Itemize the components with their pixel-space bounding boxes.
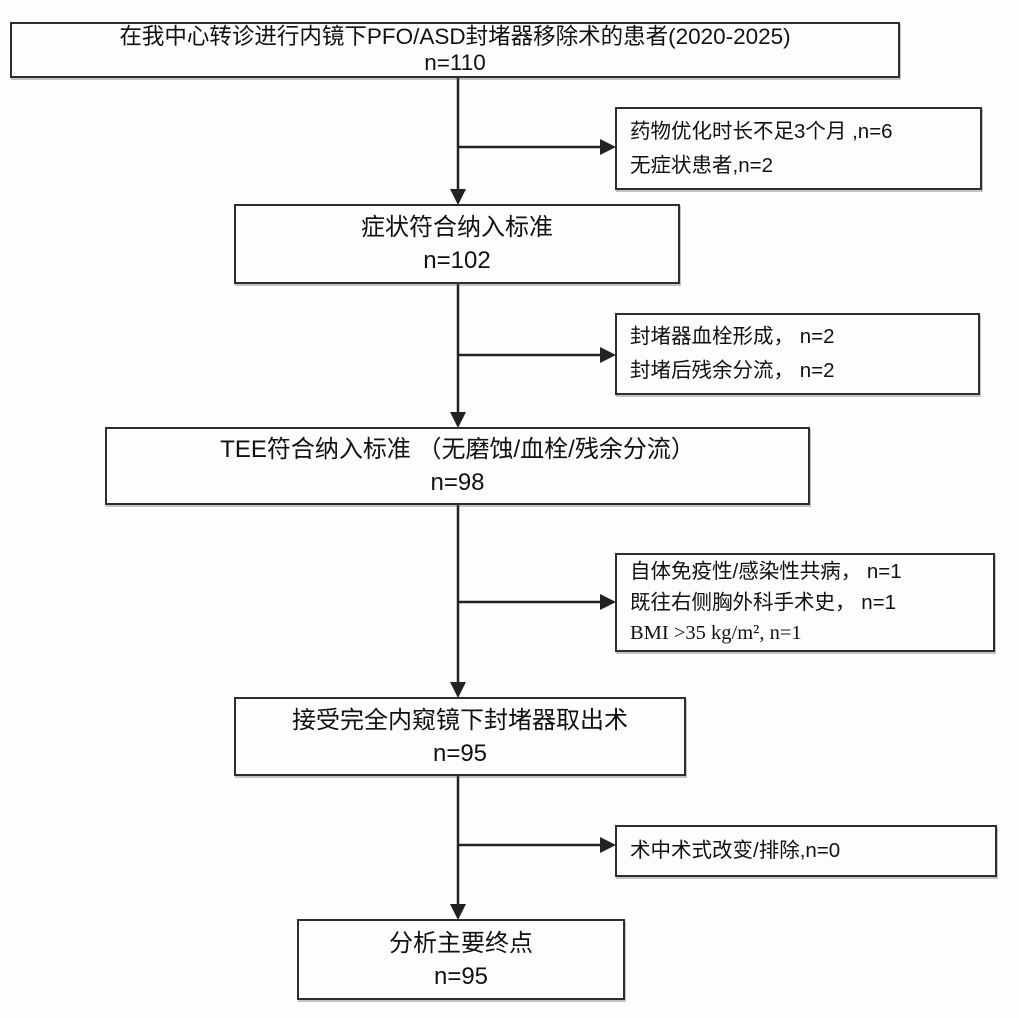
arrowhead-down-4	[450, 904, 466, 920]
exclusion-line-bmi: BMI >35 kg/m², n=1	[630, 622, 802, 644]
flow-box-count: n=95	[432, 739, 488, 767]
flow-box-symptom-criteria: 症状符合纳入标准 n=102	[234, 204, 680, 284]
exclusion-box-intraop-conversion: 术中术式改变/排除,n=0	[615, 825, 997, 877]
exclusion-line: 封堵器血栓形成， n=2	[630, 325, 835, 348]
flow-box-tee-criteria: TEE符合纳入标准 （无磨蚀/血栓/残余分流） n=98	[105, 427, 810, 505]
exclusion-line: 自体免疫性/感染性共病， n=1	[630, 560, 902, 583]
flow-box-count: n=98	[430, 469, 485, 496]
flow-box-count: n=110	[424, 50, 486, 75]
arrowhead-right-2	[600, 347, 616, 363]
exclusion-line: 术中术式改变/排除,n=0	[630, 839, 841, 862]
exclusion-line: 药物优化时长不足3个月 ,n=6	[630, 119, 893, 143]
flow-box-endoscopic-removal: 接受完全内窥镜下封堵器取出术 n=95	[234, 697, 686, 776]
exclusion-line: 封堵后残余分流， n=2	[630, 359, 835, 382]
exclusion-box-comorbidities: 自体免疫性/感染性共病， n=1 既往右侧胸外科手术史， n=1 BMI >35…	[615, 553, 995, 652]
arrowhead-right-1	[600, 139, 616, 155]
flow-box-label: 接受完全内窥镜下封堵器取出术	[292, 706, 628, 734]
exclusion-box-medication-optimization: 药物优化时长不足3个月 ,n=6 无症状患者,n=2	[615, 107, 982, 190]
flow-box-primary-endpoint-analysis: 分析主要终点 n=95	[297, 919, 625, 1000]
flow-box-label: 在我中心转诊进行内镜下PFO/ASD封堵器移除术的患者(2020-2025)	[119, 24, 791, 49]
exclusion-line: 既往右侧胸外科手术史， n=1	[630, 591, 896, 614]
exclusion-line: 无症状患者,n=2	[630, 153, 773, 177]
arrowhead-down-2	[450, 412, 466, 428]
flow-box-label: TEE符合纳入标准 （无磨蚀/血栓/残余分流）	[220, 436, 695, 463]
arrowhead-down-1	[450, 189, 466, 205]
exclusion-box-thrombus-residual-shunt: 封堵器血栓形成， n=2 封堵后残余分流， n=2	[615, 313, 980, 395]
flow-box-count: n=102	[423, 247, 491, 274]
arrowhead-right-3	[600, 594, 616, 610]
arrowhead-down-3	[450, 682, 466, 698]
flow-box-label: 症状符合纳入标准	[361, 214, 553, 241]
flow-box-referred-patients: 在我中心转诊进行内镜下PFO/ASD封堵器移除术的患者(2020-2025) n…	[10, 22, 900, 78]
flow-box-label: 分析主要终点	[389, 929, 533, 957]
flow-box-count: n=95	[433, 962, 489, 990]
arrowhead-right-4	[600, 837, 616, 853]
